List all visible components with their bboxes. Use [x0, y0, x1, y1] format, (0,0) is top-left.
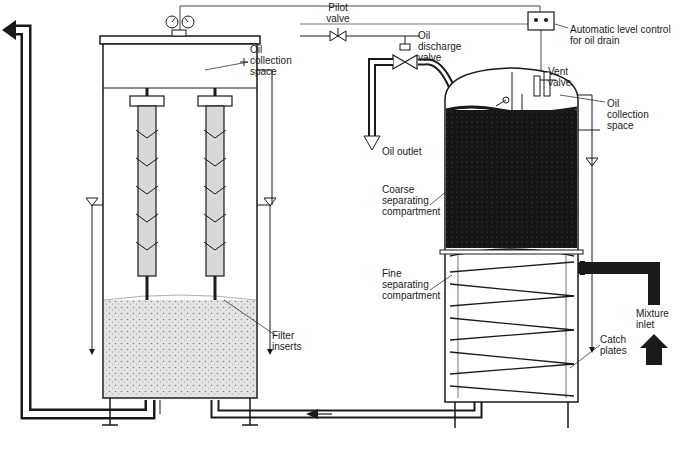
part-label: Catch plates — [600, 334, 640, 356]
part-label: Mixture inlet — [636, 308, 680, 330]
connecting-pipe — [160, 400, 478, 419]
part-label: Oil outlet — [382, 146, 422, 157]
separator-tank — [440, 68, 600, 428]
filter-insert — [198, 88, 232, 300]
filter-insert — [130, 88, 164, 300]
part-label: Automatic level control for oil drain — [570, 24, 680, 46]
catch-plates — [450, 249, 574, 398]
part-label: Oil collection space — [250, 44, 302, 77]
part-label: Coarse separating compartment — [382, 184, 444, 217]
part-label: Oil collection space — [607, 98, 662, 131]
part-label: Oil discharge valve — [418, 30, 473, 63]
control-wiring — [166, 6, 554, 75]
leader-lines — [205, 24, 605, 368]
filter-tank — [86, 30, 276, 425]
part-label: Pilot valve — [318, 2, 358, 24]
part-label: Filter inserts — [272, 330, 312, 352]
part-label: Vent valve — [548, 66, 580, 88]
part-label: Fine separating compartment — [382, 268, 444, 301]
